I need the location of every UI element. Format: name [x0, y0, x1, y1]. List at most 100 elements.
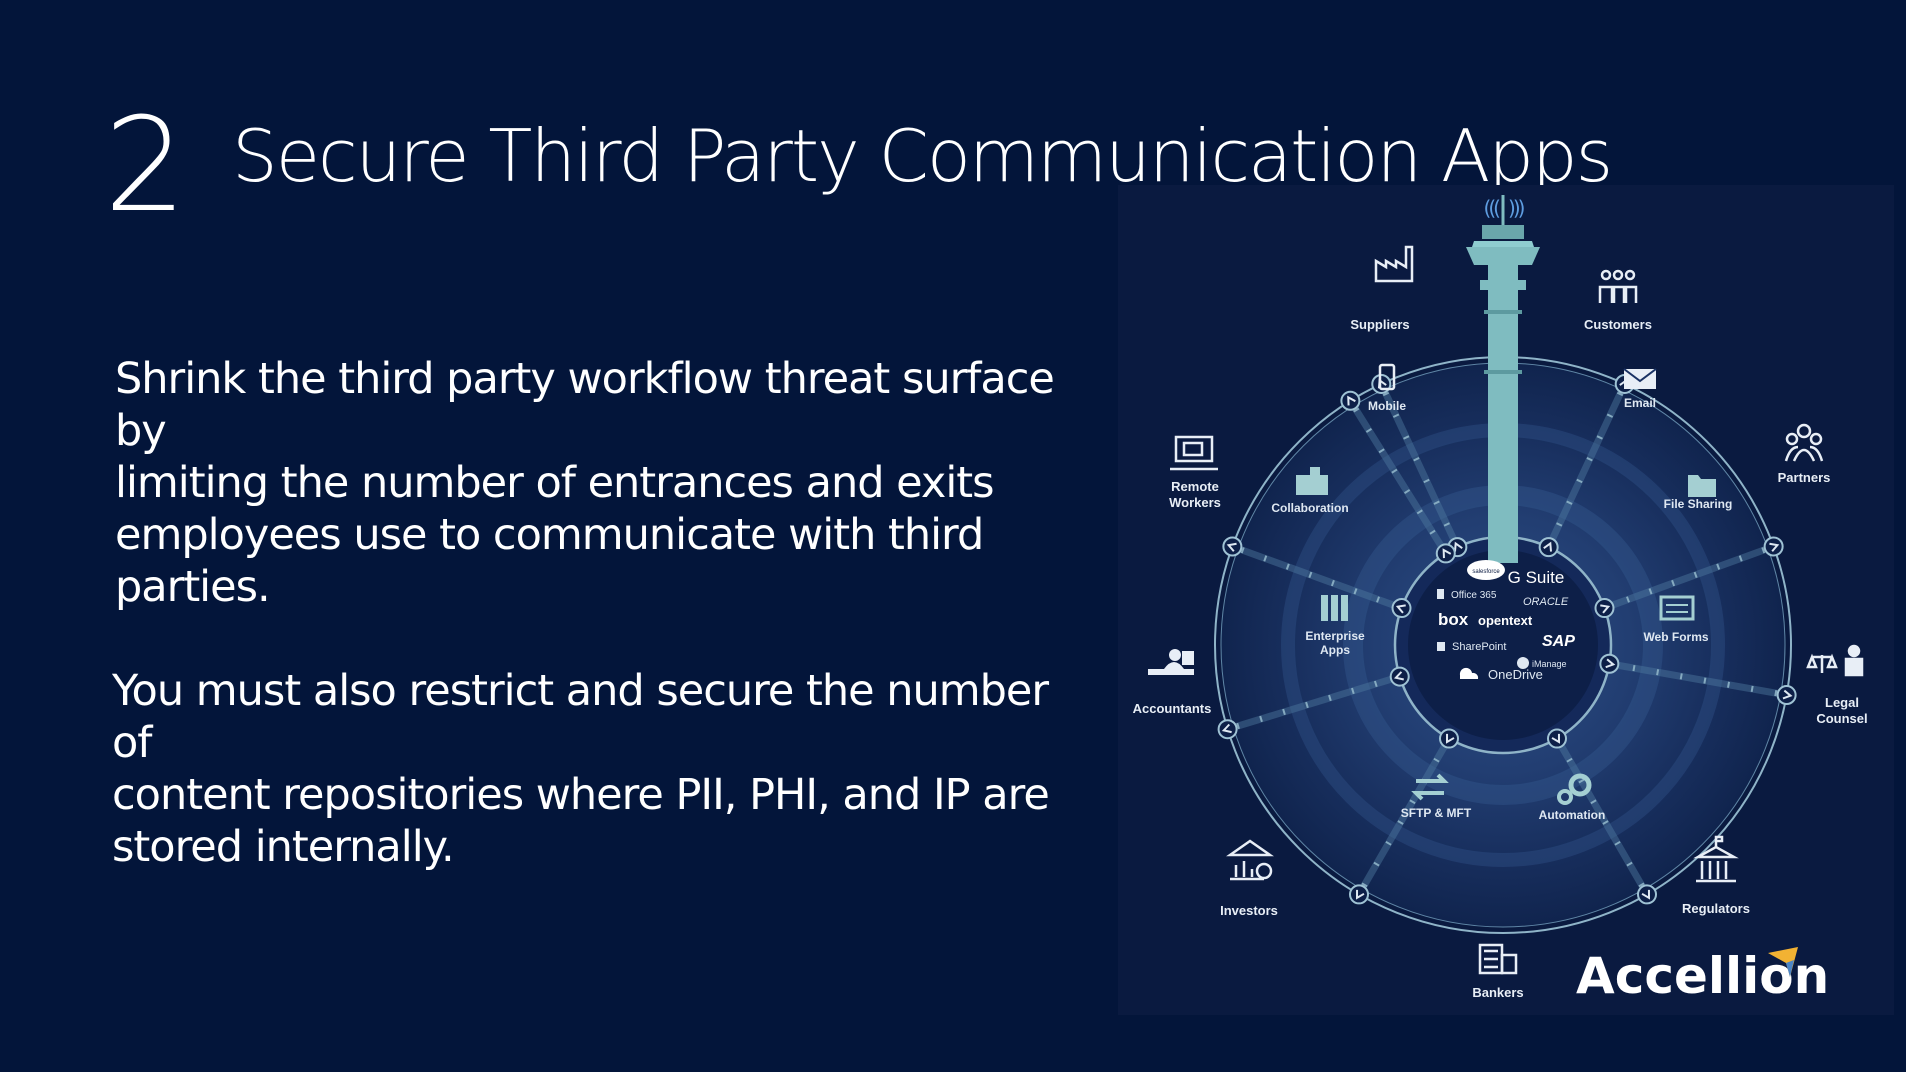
puzzle-icon	[1296, 467, 1328, 495]
signal-waves-icon: ((( )))	[1484, 196, 1525, 220]
spoke-arrow-node	[1389, 666, 1410, 687]
channel-enterprise-apps: Enterprise Apps	[1305, 595, 1365, 657]
chevron-icon	[1445, 733, 1455, 744]
core-disc	[1408, 550, 1598, 740]
chevron-icon	[1454, 541, 1463, 552]
spoke-arrow-node	[1538, 537, 1559, 558]
sap-logo: SAP	[1542, 633, 1575, 650]
box-logo: box	[1438, 610, 1469, 629]
factory-icon	[1374, 245, 1414, 283]
investors-icon	[1226, 839, 1274, 881]
party-suppliers: Suppliers	[1350, 245, 1414, 332]
party-label: Regulators	[1682, 901, 1750, 916]
channel-sftp-mft: SFTP & MFT	[1401, 773, 1472, 820]
spoke-arrow-node	[1391, 598, 1412, 619]
spoke-track	[1231, 543, 1403, 612]
party-label: Partners	[1778, 470, 1831, 485]
spoke-track	[1603, 543, 1775, 612]
party-label: Bankers	[1472, 985, 1523, 1000]
spoke-arrow-node	[1599, 653, 1620, 674]
salesforce-text: salesforce	[1472, 569, 1500, 575]
slide-number: 2	[104, 89, 187, 241]
party-regulators: Regulators	[1682, 835, 1750, 916]
diagram-canvas: ((( ))) salesforce G Suite Office 365 OR…	[1133, 195, 1868, 1005]
onedrive-cloud-icon	[1459, 667, 1479, 679]
opentext-logo: opentext	[1478, 613, 1533, 628]
sharepoint-icon	[1437, 642, 1445, 651]
paragraph-line: You must also restrict and secure the nu…	[112, 666, 1049, 768]
spoke-track	[1347, 398, 1449, 556]
chevron-icon	[1393, 671, 1404, 681]
chevron-icon	[1600, 604, 1611, 614]
chevron-icon	[1782, 689, 1793, 700]
spoke-arrow-node	[1222, 536, 1243, 557]
party-label: Investors	[1220, 903, 1278, 918]
imanage-icon	[1517, 657, 1529, 669]
party-accountants: Accountants	[1133, 649, 1211, 716]
chevron-icon	[1347, 395, 1356, 406]
spoke-arrow-node	[1217, 719, 1238, 740]
spoke-track	[1545, 382, 1628, 549]
channel-label: SFTP & MFT	[1401, 806, 1472, 820]
spoke-track	[1608, 660, 1788, 699]
office365-icon	[1437, 589, 1444, 599]
spoke-track	[1378, 382, 1461, 549]
paragraph-line: employees use to communicate with third …	[115, 510, 984, 612]
spoke-arrow-node	[1439, 728, 1459, 749]
accellion-logo: Accellion	[1576, 947, 1829, 1005]
folder-icon	[1688, 475, 1716, 497]
chevron-icon	[1442, 548, 1452, 559]
chevron-icon	[1221, 723, 1232, 734]
gsuite-logo: G Suite	[1508, 568, 1565, 587]
party-label: Suppliers	[1350, 317, 1409, 332]
slide-title: Secure Third Party Communication Apps	[232, 114, 1613, 198]
repositories-cluster: salesforce G Suite Office 365 ORACLE box…	[1437, 560, 1575, 682]
spoke-arrow-node	[1435, 543, 1456, 564]
spoke-arrow-node	[1349, 884, 1369, 905]
paragraph-line: stored internally.	[112, 822, 455, 872]
chevron-icon	[1605, 658, 1616, 669]
spoke-arrow-node	[1776, 685, 1797, 706]
spoke-arrow-node	[1371, 373, 1392, 394]
party-investors: Investors	[1220, 839, 1278, 918]
government-building-icon	[1693, 835, 1739, 883]
paragraph-line: limiting the number of entrances and exi…	[115, 458, 995, 508]
spoke-track	[1553, 736, 1651, 897]
channel-label: Automation	[1539, 808, 1606, 822]
channel-label: File Sharing	[1664, 497, 1733, 511]
web-form-icon	[1659, 595, 1695, 621]
bank-building-icon	[1478, 943, 1518, 975]
party-label: Legal	[1825, 695, 1859, 710]
party-partners: Partners	[1778, 423, 1831, 485]
spoke-arrow-node	[1594, 598, 1615, 619]
channel-email: Email	[1623, 368, 1657, 410]
spoke-arrow-node	[1340, 390, 1361, 411]
channel-label: Mobile	[1368, 399, 1406, 413]
gears-icon	[1568, 773, 1592, 797]
party-label: Customers	[1584, 317, 1652, 332]
spoke-track	[1355, 736, 1453, 897]
spoke-arrow-node	[1637, 884, 1657, 905]
accellion-diagram: ((( ))) salesforce G Suite Office 365 OR…	[1118, 185, 1894, 1015]
salesforce-logo: salesforce	[1467, 560, 1505, 580]
party-bankers: Bankers	[1472, 943, 1524, 1000]
onedrive-logo: OneDrive	[1488, 667, 1543, 682]
channel-label: Apps	[1320, 643, 1350, 657]
channel-automation: Automation	[1539, 773, 1606, 822]
spoke-track	[1226, 673, 1401, 733]
spoke-arrow-node	[1763, 536, 1784, 557]
paragraph-line: Shrink the third party workflow threat s…	[115, 354, 1055, 456]
channel-label: Email	[1624, 396, 1656, 410]
party-customers: Customers	[1584, 269, 1652, 332]
party-legal-counsel: Legal Counsel	[1806, 644, 1868, 726]
partners-icon	[1784, 423, 1824, 462]
paragraph-repositories: You must also restrict and secure the nu…	[112, 665, 1052, 873]
channel-collaboration: Collaboration	[1271, 467, 1349, 515]
paragraph-threat-surface: Shrink the third party workflow threat s…	[115, 353, 1055, 613]
mobile-icon	[1378, 363, 1396, 391]
chevron-icon	[1551, 733, 1561, 744]
channel-label: Enterprise	[1305, 629, 1365, 643]
chevron-icon	[1641, 889, 1651, 900]
laptop-icon	[1170, 435, 1218, 471]
customers-icon	[1598, 269, 1638, 303]
